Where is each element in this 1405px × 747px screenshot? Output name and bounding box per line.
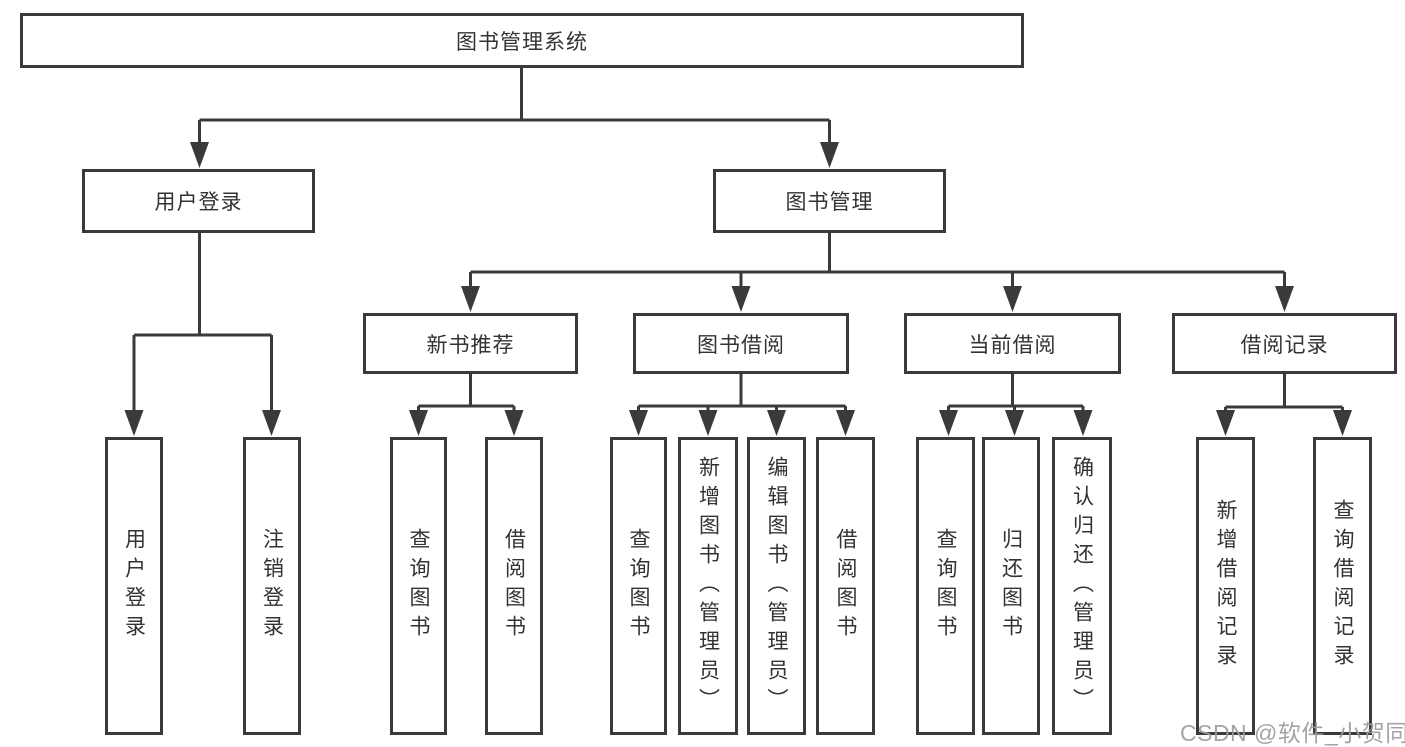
leaf-label: 查询图书 [934,528,957,644]
leaf-return-books: 归还图书 [982,437,1040,735]
leaf-add-borrow-record: 新增借阅记录 [1196,437,1255,735]
leaf-label: 编辑图书（管理员） [765,455,788,717]
node-root-system: 图书管理系统 [20,13,1024,68]
leaf-borrow-books-2: 借阅图书 [816,437,875,735]
leaf-user-login: 用户登录 [105,437,163,735]
node-book-borrow: 图书借阅 [633,313,849,374]
leaf-label: 新增图书（管理员） [696,455,720,717]
leaf-label: 注销登录 [260,528,284,644]
node-user-login: 用户登录 [82,169,315,233]
leaf-label: 用户登录 [122,528,146,644]
leaf-label: 借阅图书 [502,528,526,644]
csdn-watermark: CSDN @软件_小贺同学 [1180,720,1405,746]
leaf-label: 查询图书 [407,528,430,644]
leaf-confirm-return-admin: 确认归还（管理员） [1052,437,1112,735]
leaf-label: 查询借阅记录 [1331,499,1354,673]
leaf-logout: 注销登录 [243,437,301,735]
node-book-management: 图书管理 [713,169,946,233]
leaf-add-books-admin: 新增图书（管理员） [678,437,738,735]
leaf-label: 借阅图书 [834,528,857,644]
leaf-label: 归还图书 [999,528,1023,644]
leaf-label: 查询图书 [627,528,650,644]
node-current-borrow: 当前借阅 [904,313,1121,374]
node-borrow-records: 借阅记录 [1172,313,1397,374]
leaf-label: 新增借阅记录 [1214,499,1237,673]
leaf-query-borrow-record: 查询借阅记录 [1313,437,1372,735]
leaf-query-books-2: 查询图书 [610,437,667,735]
leaf-query-books-1: 查询图书 [390,437,447,735]
node-new-book-recommend: 新书推荐 [363,313,578,374]
leaf-label: 确认归还（管理员） [1070,455,1094,717]
leaf-edit-books-admin: 编辑图书（管理员） [747,437,806,735]
leaf-borrow-books-1: 借阅图书 [485,437,543,735]
leaf-query-books-3: 查询图书 [916,437,975,735]
